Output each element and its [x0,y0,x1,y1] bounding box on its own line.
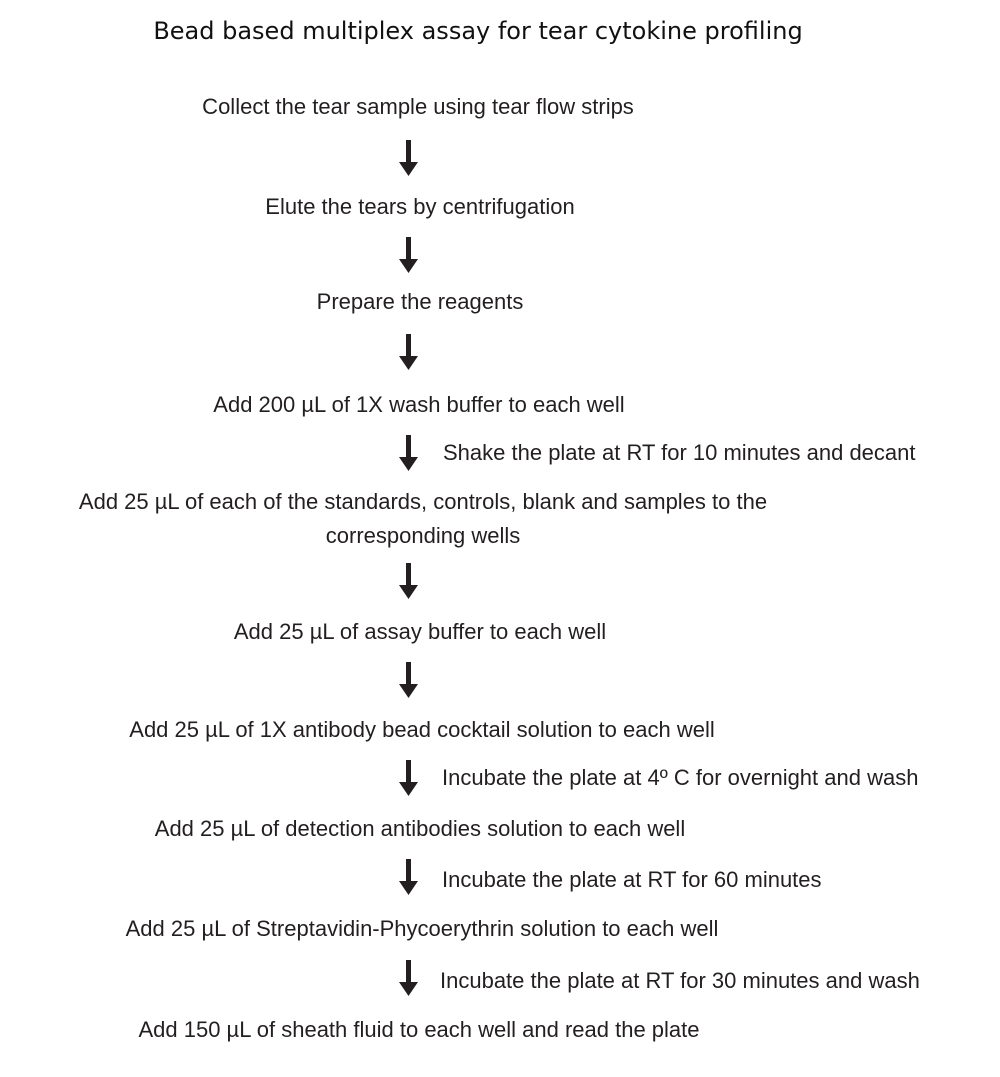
down-arrow-icon [399,334,418,370]
step-add-samples-line2: corresponding wells [325,523,521,548]
note-shake: Shake the plate at RT for 10 minutes and… [443,440,916,465]
down-arrow-icon [399,563,418,599]
step-bead-cocktail: Add 25 µL of 1X antibody bead cocktail s… [129,717,715,742]
down-arrow-icon [399,662,418,698]
step-detection-antibodies: Add 25 µL of detection antibodies soluti… [154,816,686,841]
down-arrow-icon [399,760,418,796]
step-add-samples-line1: Add 25 µL of each of the standards, cont… [78,489,768,514]
note-rt30: Incubate the plate at RT for 30 minutes … [440,968,920,993]
step-add-samples: Add 25 µL of each of the standards, cont… [79,485,767,553]
step-wash-buffer: Add 200 µL of 1X wash buffer to each wel… [213,392,625,417]
down-arrow-icon [399,140,418,176]
down-arrow-icon [399,960,418,996]
step-read-plate: Add 150 µL of sheath fluid to each well … [138,1017,700,1042]
note-overnight: Incubate the plate at 4º C for overnight… [442,765,919,790]
down-arrow-icon [399,435,418,471]
step-assay-buffer: Add 25 µL of assay buffer to each well [233,619,607,644]
step-streptavidin: Add 25 µL of Streptavidin-Phycoerythrin … [125,916,719,941]
down-arrow-icon [399,859,418,895]
note-rt60: Incubate the plate at RT for 60 minutes [442,867,822,892]
step-elute-tears: Elute the tears by centrifugation [265,194,575,219]
step-prepare-reagents: Prepare the reagents [316,289,524,314]
step-collect-tears: Collect the tear sample using tear flow … [202,94,634,119]
diagram-title: Bead based multiplex assay for tear cyto… [153,17,803,45]
down-arrow-icon [399,237,418,273]
